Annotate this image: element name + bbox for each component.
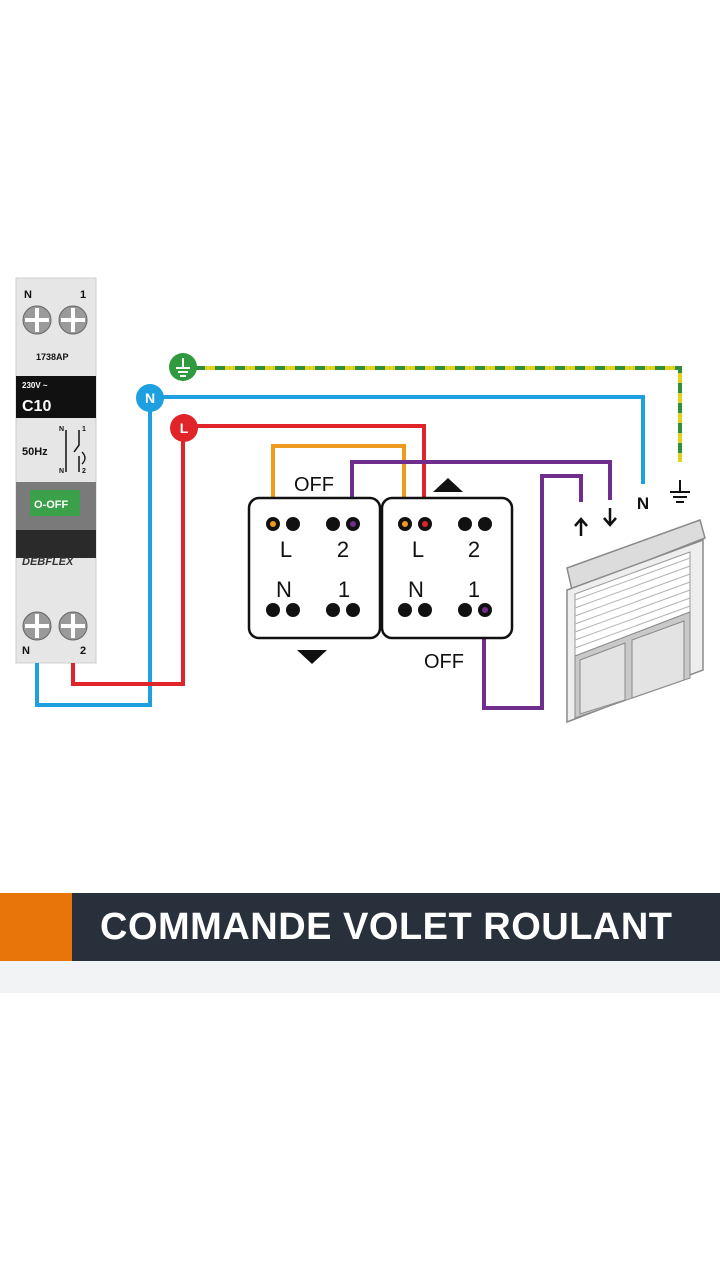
arrow-up-icon — [574, 517, 588, 536]
banner-title: COMMANDE VOLET ROULANT — [100, 906, 673, 948]
breaker-brand: DEBFLEX — [22, 556, 74, 568]
live-wire-top — [183, 424, 426, 522]
neutral-wire-return — [35, 397, 152, 707]
terminal-label-n: N — [276, 577, 292, 602]
terminal-label-2: 2 — [468, 537, 480, 562]
earth-wire — [185, 366, 682, 462]
neutral-marker: N — [136, 384, 164, 412]
svg-text:2: 2 — [82, 468, 86, 475]
breaker-lever — [16, 530, 96, 558]
title-banner: COMMANDE VOLET ROULANT — [0, 893, 720, 961]
earth-icon — [176, 358, 190, 377]
orange-wire — [271, 444, 406, 522]
terminal-label-2: 2 — [337, 537, 349, 562]
terminal-dots-left — [266, 517, 360, 617]
breaker-switch-label: O-OFF — [34, 499, 68, 511]
screw-icon — [22, 611, 52, 641]
svg-text:N: N — [59, 468, 64, 475]
rolling-shutter-icon — [566, 519, 706, 724]
banner-strip — [0, 961, 720, 993]
breaker-toggle[interactable] — [30, 490, 80, 516]
off-label-bottom: OFF — [424, 651, 464, 673]
switch-module-left — [247, 496, 382, 640]
banner-accent — [0, 893, 72, 961]
wiring-diagram: N 1 1738AP 230V ~ C10 50Hz N 1 N 2 O-OFF… — [15, 277, 706, 724]
screw-icon — [58, 305, 88, 335]
breaker-label-plate — [16, 376, 96, 418]
screw-icon — [58, 611, 88, 641]
triangle-down-icon — [297, 650, 327, 664]
terminal-label-1: 1 — [338, 577, 350, 602]
arrow-down-icon — [603, 508, 617, 527]
triangle-up-icon — [433, 478, 463, 492]
earth-icon — [670, 480, 690, 503]
switch-module-right — [380, 496, 514, 640]
purple-wire-down — [482, 474, 583, 710]
double-switch: OFF OFF L 2 N 1 L 2 N 1 — [247, 474, 514, 673]
breaker-voltage: 230V ~ — [22, 381, 48, 390]
live-marker: L — [170, 414, 198, 442]
terminal-label-1: 1 — [468, 577, 480, 602]
breaker-symbol: N 1 N 2 — [59, 426, 86, 475]
svg-text:N: N — [145, 390, 155, 406]
terminal-label-l: L — [280, 537, 292, 562]
earth-marker — [169, 353, 197, 381]
breaker-bottom-label-n: N — [22, 645, 30, 657]
purple-wire-up — [350, 460, 612, 522]
live-wire — [71, 428, 185, 686]
svg-text:L: L — [180, 420, 189, 436]
screw-icon — [22, 305, 52, 335]
motor-neutral-label: N — [637, 494, 649, 513]
terminal-label-l: L — [412, 537, 424, 562]
wires — [35, 366, 682, 710]
neutral-wire — [150, 395, 645, 484]
breaker-top-label-n: N — [24, 289, 32, 301]
svg-text:N: N — [59, 426, 64, 433]
breaker-top-label-1: 1 — [80, 289, 86, 301]
breaker-body — [15, 277, 97, 664]
breaker-frequency: 50Hz — [22, 446, 48, 458]
earth-wire-stripe — [185, 366, 682, 462]
circuit-breaker: N 1 1738AP 230V ~ C10 50Hz N 1 N 2 O-OFF… — [15, 277, 97, 664]
breaker-rating: C10 — [22, 398, 51, 415]
breaker-bottom-label-2: 2 — [80, 645, 86, 657]
svg-text:1: 1 — [82, 426, 86, 433]
terminal-label-n: N — [408, 577, 424, 602]
off-label-top: OFF — [294, 474, 334, 496]
breaker-model: 1738AP — [36, 352, 69, 362]
